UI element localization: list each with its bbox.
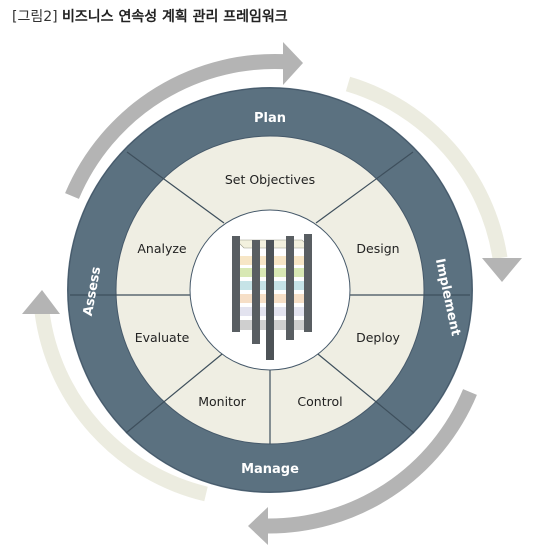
segment-analyze: Analyze xyxy=(137,241,187,256)
figure-number: [그림2] xyxy=(12,9,58,25)
outer-label-manage: Manage xyxy=(241,462,299,477)
segment-monitor: Monitor xyxy=(198,394,246,409)
arrow-top xyxy=(65,53,291,199)
arrow-left-head xyxy=(22,290,60,314)
segment-dividers xyxy=(70,151,470,444)
segment-set-objectives: Set Objectives xyxy=(225,172,315,187)
segment-evaluate: Evaluate xyxy=(135,330,190,345)
arrow-bottom-head xyxy=(248,507,268,545)
arrow-left xyxy=(34,311,208,502)
segment-deploy: Deploy xyxy=(356,330,400,345)
cycle-arrows-icon xyxy=(22,42,522,545)
arrow-bottom xyxy=(265,389,477,534)
segment-control: Control xyxy=(297,394,342,409)
segment-design: Design xyxy=(356,241,399,256)
outer-label-plan: Plan xyxy=(254,111,286,126)
figure-title: [그림2] 비즈니스 연속성 계획 관리 프레임워크 xyxy=(12,6,288,26)
figure-caption: 비즈니스 연속성 계획 관리 프레임워크 xyxy=(62,9,288,25)
arrow-right-head xyxy=(482,258,522,282)
building-icon xyxy=(232,234,312,360)
arrow-top-head xyxy=(283,42,303,85)
arrow-right xyxy=(345,76,508,260)
